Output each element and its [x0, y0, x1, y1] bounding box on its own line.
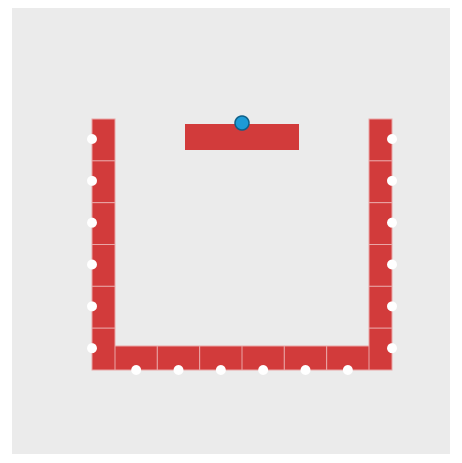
block-notch: [87, 134, 97, 144]
block-notch: [216, 365, 226, 375]
block-notch: [131, 365, 141, 375]
ball[interactable]: [235, 116, 249, 130]
block-notch: [87, 218, 97, 228]
block-notch: [387, 176, 397, 186]
block-notch: [87, 176, 97, 186]
block-notch: [387, 218, 397, 228]
block-notch: [258, 365, 268, 375]
block-notch: [387, 301, 397, 311]
block-notch: [87, 301, 97, 311]
block-notch: [387, 260, 397, 270]
block-notch: [387, 134, 397, 144]
block-notch: [174, 365, 184, 375]
block-notch: [87, 260, 97, 270]
block-notch: [301, 365, 311, 375]
block-notch: [387, 343, 397, 353]
block-notch: [343, 365, 353, 375]
block-notch: [87, 343, 97, 353]
